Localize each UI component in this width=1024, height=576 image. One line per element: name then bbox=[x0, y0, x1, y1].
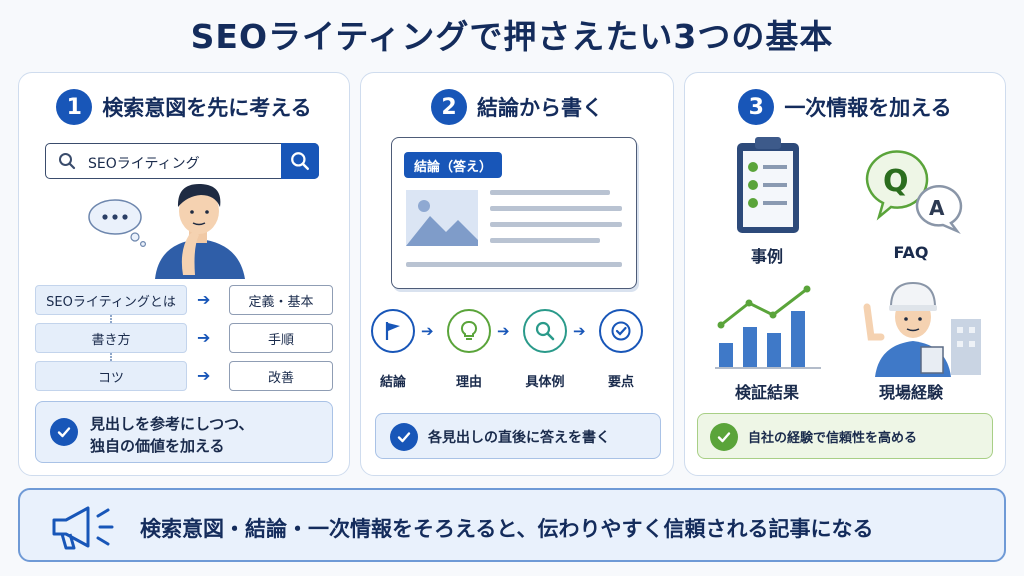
step-label: 理由 bbox=[455, 375, 482, 390]
item-label: 事例 bbox=[750, 247, 783, 266]
faq-bubbles-icon: Q A bbox=[865, 150, 963, 234]
panel-search-intent: 1 検索意図を先に考える SEOライティング SEOライティングとは ➔ 定義・… bbox=[18, 72, 350, 476]
thought-bubble-icon bbox=[88, 199, 146, 247]
clipboard-icon bbox=[737, 137, 799, 233]
dotted-connector bbox=[110, 353, 112, 361]
megaphone-icon bbox=[52, 506, 114, 550]
conclusion-label: 結論（答え） bbox=[404, 152, 503, 178]
search-query-text: SEOライティング bbox=[88, 156, 200, 172]
panel-header: 1 検索意図を先に考える bbox=[19, 89, 349, 125]
summary-banner: 検索意図・結論・一次情報をそろえると、伝わりやすく信頼される記事になる bbox=[18, 488, 1006, 562]
row-left-1: SEOライティングとは bbox=[35, 285, 187, 315]
item-label: 検証結果 bbox=[734, 383, 799, 402]
tip-text: 自社の経験で信頼性を高める bbox=[748, 431, 918, 446]
search-button-icon bbox=[281, 143, 319, 179]
step-number-badge: 1 bbox=[56, 89, 93, 125]
row-right-1: 定義・基本 bbox=[229, 285, 333, 315]
panel-header: 2 結論から書く bbox=[361, 89, 673, 125]
panel-conclusion-first: 2 結論から書く 結論（答え） ➔ ➔ ➔ 結論 理由 具体例 要点 各見出 bbox=[360, 72, 674, 476]
item-label: 現場経験 bbox=[878, 383, 943, 402]
panel-title: 結論から書く bbox=[477, 96, 603, 120]
tip-text: 各見出しの直後に答えを書く bbox=[428, 430, 610, 446]
text-line bbox=[490, 238, 600, 243]
arrow-right-icon: ➔ bbox=[197, 366, 211, 385]
checkmark-icon bbox=[599, 309, 643, 353]
step-number-badge: 3 bbox=[738, 89, 775, 125]
image-placeholder-icon bbox=[406, 190, 478, 246]
tip-box: 見出しを参考にしつつ、 独自の価値を加える bbox=[35, 401, 333, 463]
row-right-2: 手順 bbox=[229, 323, 333, 353]
item-label: FAQ bbox=[893, 243, 929, 262]
arrow-right-icon: ➔ bbox=[421, 322, 434, 340]
search-box: SEOライティング bbox=[45, 143, 319, 179]
arrow-right-icon: ➔ bbox=[573, 322, 586, 340]
arrow-right-icon: ➔ bbox=[197, 328, 211, 347]
document-mockup: 結論（答え） bbox=[391, 137, 637, 289]
magnifier-icon bbox=[523, 309, 567, 353]
page-title: SEOライティングで押さえたい3つの基本 bbox=[190, 17, 834, 56]
step-label: 結論 bbox=[379, 375, 406, 390]
panel-primary-info: 3 一次情報を加える 事例 Q A FAQ 検証結果 bbox=[684, 72, 1006, 476]
flag-icon bbox=[371, 309, 415, 353]
check-icon bbox=[390, 423, 418, 451]
thinking-person-icon bbox=[155, 183, 245, 279]
text-line bbox=[490, 190, 610, 195]
bar-chart-icon bbox=[715, 285, 821, 369]
search-icon bbox=[58, 152, 76, 174]
step-label: 要点 bbox=[607, 375, 634, 390]
svg-text:A: A bbox=[929, 196, 945, 220]
text-line bbox=[490, 222, 622, 227]
text-line bbox=[406, 262, 622, 267]
check-icon bbox=[50, 418, 78, 446]
arrow-right-icon: ➔ bbox=[497, 322, 510, 340]
panel-title: 一次情報を加える bbox=[784, 96, 952, 120]
tip-box: 各見出しの直後に答えを書く bbox=[375, 413, 661, 459]
lightbulb-icon bbox=[447, 309, 491, 353]
row-left-2: 書き方 bbox=[35, 323, 187, 353]
check-icon bbox=[710, 423, 738, 451]
tip-box: 自社の経験で信頼性を高める bbox=[697, 413, 993, 459]
tip-text-line1: 見出しを参考にしつつ、 bbox=[90, 415, 254, 433]
text-line bbox=[490, 206, 622, 211]
step-number-badge: 2 bbox=[431, 89, 467, 125]
row-right-3: 改善 bbox=[229, 361, 333, 391]
dotted-connector bbox=[110, 315, 112, 323]
arrow-right-icon: ➔ bbox=[197, 290, 211, 309]
tip-text-line2: 独自の価値を加える bbox=[90, 437, 225, 455]
svg-text:Q: Q bbox=[883, 164, 909, 199]
row-left-3: コツ bbox=[35, 361, 187, 391]
panel-title: 検索意図を先に考える bbox=[102, 96, 312, 120]
worker-icon bbox=[863, 281, 981, 377]
step-label: 具体例 bbox=[525, 375, 565, 390]
banner-text: 検索意図・結論・一次情報をそろえると、伝わりやすく信頼される記事になる bbox=[140, 517, 874, 541]
panel-header: 3 一次情報を加える bbox=[685, 89, 1005, 125]
